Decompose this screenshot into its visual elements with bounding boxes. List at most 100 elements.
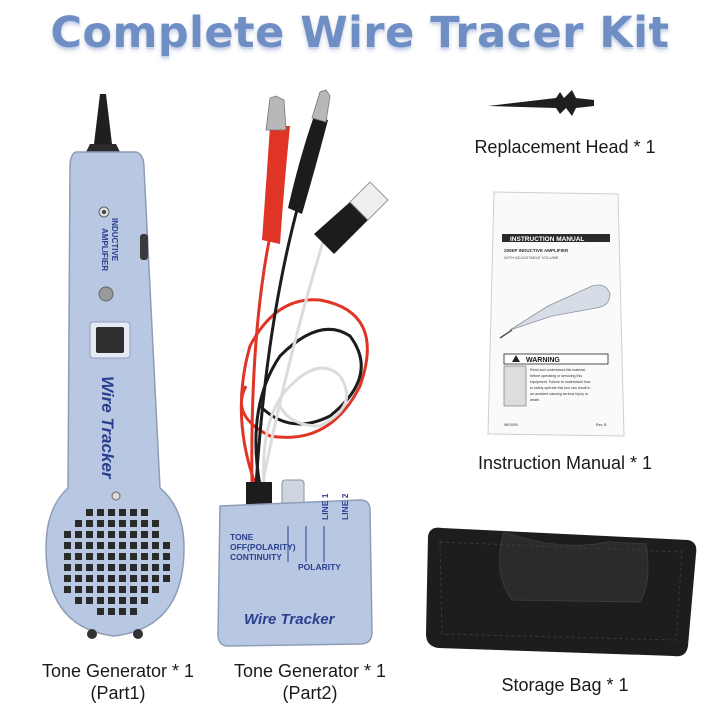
speaker-hole [75, 564, 82, 571]
caption-text: Instruction Manual * 1 [477, 453, 653, 473]
speaker-hole [75, 553, 82, 560]
speaker-hole [75, 586, 82, 593]
manual-warning-line-1: Read and understand this material [530, 368, 585, 372]
switch-label-off: OFF(POLARITY) [230, 542, 296, 552]
speaker-hole [130, 520, 137, 527]
speaker-hole [119, 575, 126, 582]
speaker-hole [130, 586, 137, 593]
speaker-hole [163, 575, 170, 582]
speaker-hole [97, 586, 104, 593]
speaker-hole [97, 553, 104, 560]
speaker-hole [130, 531, 137, 538]
probe-label-inductive: INDUCTIVE [110, 218, 119, 262]
caption-instruction-manual: Instruction Manual * 1 [420, 452, 710, 474]
speaker-hole [119, 531, 126, 538]
speaker-hole [86, 509, 93, 516]
speaker-hole [141, 531, 148, 538]
speaker-hole [119, 509, 126, 516]
caption-text: Replacement Head * 1 [474, 137, 656, 157]
probe-brand-text: Wire Tracker [98, 376, 117, 480]
speaker-hole [86, 575, 93, 582]
speaker-hole [64, 542, 71, 549]
speaker-hole [163, 553, 170, 560]
caption-line-1: Tone Generator * 1 [233, 661, 387, 681]
line1-label: LINE 1 [320, 493, 330, 520]
speaker-hole [64, 553, 71, 560]
storage-bag-image [426, 527, 697, 657]
speaker-hole [141, 575, 148, 582]
caption-storage-bag: Storage Bag * 1 [420, 674, 710, 696]
caption-line-2: (Part1) [90, 683, 146, 703]
speaker-hole [119, 608, 126, 615]
speaker-hole [86, 564, 93, 571]
speaker-hole [119, 520, 126, 527]
speaker-hole [141, 597, 148, 604]
tone-generator-part2-image: TONE OFF(POLARITY) CONTINUITY POLARITY L… [217, 89, 389, 647]
speaker-hole [108, 520, 115, 527]
polarity-label: POLARITY [298, 562, 341, 572]
speaker-hole [108, 575, 115, 582]
tone-generator-part1-image: INDUCTIVE AMPLIFIER Wire Tracker [45, 94, 185, 639]
speaker-hole [108, 608, 115, 615]
speaker-hole [86, 531, 93, 538]
speaker-hole [108, 564, 115, 571]
manual-model: 200EP INDUCTIVE AMPLIFIER [504, 248, 569, 253]
switch-label-continuity: CONTINUITY [230, 552, 282, 562]
switch-label-tone: TONE [230, 532, 254, 542]
speaker-hole [97, 564, 104, 571]
speaker-hole [75, 575, 82, 582]
speaker-hole [152, 531, 159, 538]
speaker-hole [97, 531, 104, 538]
caption-text: Storage Bag * 1 [501, 675, 629, 695]
caption-line-2: (Part2) [282, 683, 338, 703]
page-title: Complete Wire Tracer Kit [50, 8, 670, 58]
replacement-head-image [488, 90, 594, 116]
manual-footer-left: WE0000 [504, 423, 518, 427]
speaker-hole [130, 575, 137, 582]
speaker-hole [130, 608, 137, 615]
speaker-hole [141, 586, 148, 593]
speaker-hole [119, 553, 126, 560]
speaker-hole [64, 564, 71, 571]
caption-tone-generator-part2: Tone Generator * 1 (Part2) [210, 660, 410, 704]
speaker-hole [108, 597, 115, 604]
speaker-hole [86, 597, 93, 604]
speaker-hole [86, 520, 93, 527]
caption-tone-generator-part1: Tone Generator * 1 (Part1) [14, 660, 222, 704]
speaker-hole [141, 509, 148, 516]
speaker-hole [108, 509, 115, 516]
manual-subtitle: WITH ADJUSTABLE VOLUME [504, 255, 559, 260]
manual-warning-line-5: an accident causing serious injury or [530, 392, 589, 396]
speaker-hole [97, 575, 104, 582]
speaker-hole [130, 564, 137, 571]
speaker-hole [119, 586, 126, 593]
manual-warning-line-6: death. [530, 398, 540, 402]
speaker-hole [163, 564, 170, 571]
speaker-hole [75, 520, 82, 527]
manual-warning: WARNING [526, 357, 560, 364]
speaker-hole [108, 586, 115, 593]
speaker-grille [64, 509, 170, 615]
manual-header: INSTRUCTION MANUAL [510, 236, 584, 243]
speaker-hole [119, 564, 126, 571]
manual-footer-right: Rev. B [596, 423, 607, 427]
speaker-hole [108, 553, 115, 560]
speaker-hole [108, 542, 115, 549]
speaker-hole [86, 553, 93, 560]
speaker-hole [152, 586, 159, 593]
speaker-hole [141, 564, 148, 571]
speaker-hole [64, 531, 71, 538]
speaker-hole [86, 586, 93, 593]
speaker-hole [64, 575, 71, 582]
speaker-hole [86, 542, 93, 549]
speaker-hole [130, 542, 137, 549]
tone-box-brand-text: Wire Tracker [244, 611, 336, 628]
manual-warning-line-4: to safely operate this tool can result i… [530, 386, 590, 390]
speaker-hole [152, 575, 159, 582]
speaker-hole [152, 553, 159, 560]
speaker-hole [108, 531, 115, 538]
caption-replacement-head: Replacement Head * 1 [420, 136, 710, 158]
speaker-hole [130, 553, 137, 560]
speaker-hole [163, 542, 170, 549]
caption-line-1: Tone Generator * 1 [41, 661, 195, 681]
